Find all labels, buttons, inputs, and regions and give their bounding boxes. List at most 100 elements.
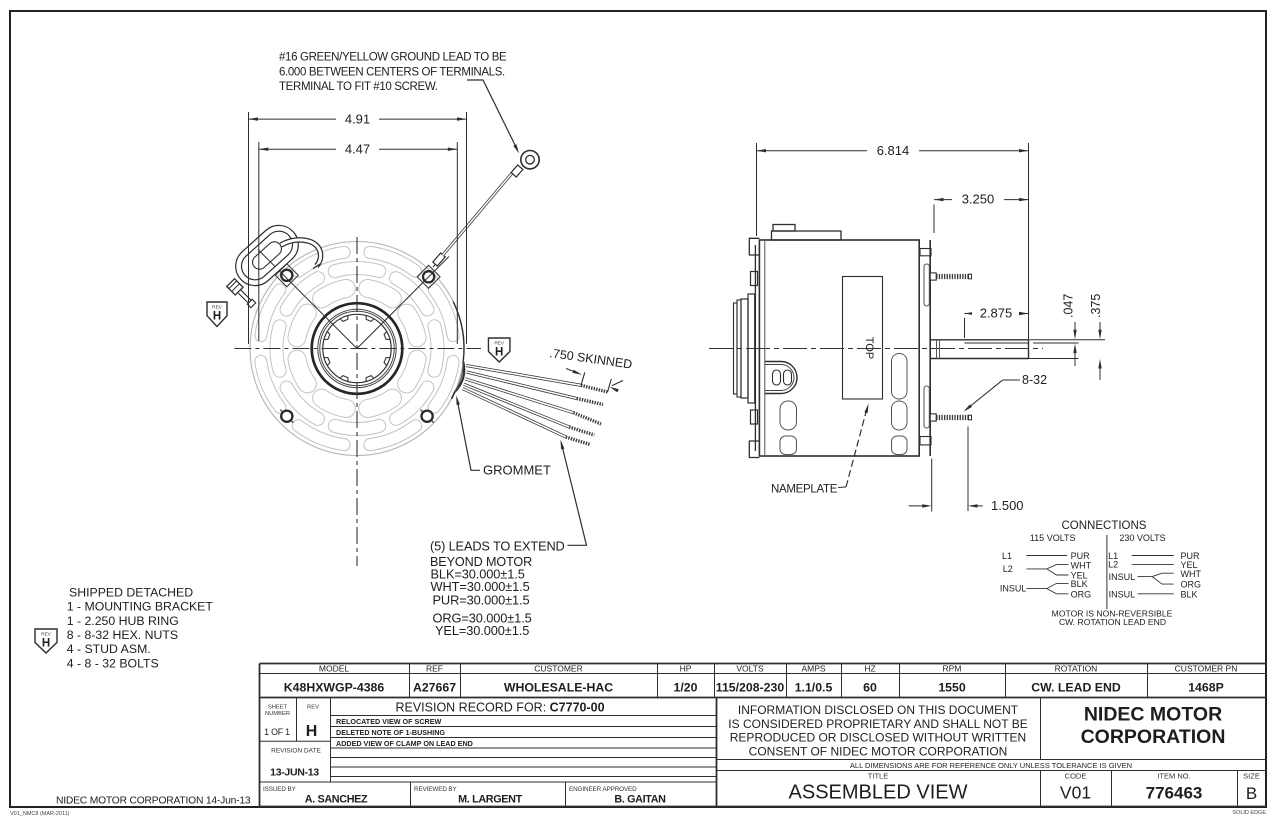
svg-text:ROTATION: ROTATION (1055, 663, 1098, 673)
svg-text:REPRODUCED OR DISCLOSED WITHOU: REPRODUCED OR DISCLOSED WITHOUT WRITTEN (730, 731, 1026, 745)
svg-text:ISSUED BY: ISSUED BY (263, 786, 297, 793)
svg-text:.375: .375 (1089, 294, 1103, 318)
svg-text:4 - STUD ASM.: 4 - STUD ASM. (67, 642, 151, 656)
svg-text:V01: V01 (1060, 782, 1091, 802)
svg-text:AMPS: AMPS (801, 663, 825, 673)
svg-text:CUSTOMER PN: CUSTOMER PN (1175, 663, 1238, 673)
svg-text:GROMMET: GROMMET (483, 463, 551, 478)
svg-text:L1: L1 (1002, 551, 1012, 561)
svg-text:MODEL: MODEL (319, 663, 350, 673)
svg-text:INSUL: INSUL (1109, 572, 1136, 582)
svg-text:H: H (213, 311, 221, 323)
svg-text:CUSTOMER: CUSTOMER (534, 663, 583, 673)
svg-text:1 - 2.250 HUB RING: 1 - 2.250 HUB RING (67, 614, 179, 628)
svg-text:1 - MOUNTING BRACKET: 1 - MOUNTING BRACKET (67, 600, 214, 614)
svg-text:SOLID EDGE: SOLID EDGE (1232, 810, 1266, 816)
svg-text:1 OF 1: 1 OF 1 (264, 727, 290, 737)
svg-text:WHT=30.000±1.5: WHT=30.000±1.5 (431, 579, 530, 594)
svg-text:NAMEPLATE: NAMEPLATE (771, 484, 838, 496)
svg-text:REV: REV (307, 705, 319, 711)
svg-text:SIZE: SIZE (1243, 772, 1260, 781)
svg-text:REV: REV (494, 340, 504, 345)
svg-text:8 - 8-32 HEX. NUTS: 8 - 8-32 HEX. NUTS (67, 628, 178, 642)
svg-text:60: 60 (863, 681, 877, 695)
svg-text:INSUL: INSUL (1109, 590, 1136, 600)
svg-text:TITLE: TITLE (868, 772, 888, 781)
svg-text:HP: HP (680, 663, 692, 673)
svg-text:115/208-230: 115/208-230 (716, 681, 785, 695)
svg-text:.047: .047 (1062, 294, 1076, 318)
svg-text:ORG=30.000±1.5: ORG=30.000±1.5 (433, 611, 532, 626)
svg-text:K48HXWGP-4386: K48HXWGP-4386 (284, 681, 385, 695)
svg-text:6.814: 6.814 (877, 143, 910, 158)
svg-text:REVIEWED BY: REVIEWED BY (414, 786, 458, 793)
svg-text:1468P: 1468P (1188, 681, 1224, 695)
svg-text:TERMINAL TO FIT #10 SCREW.: TERMINAL TO FIT #10 SCREW. (279, 81, 438, 93)
svg-text:ENGINEER APPROVED: ENGINEER APPROVED (569, 786, 637, 793)
svg-text:YEL: YEL (1181, 560, 1198, 570)
svg-text:VOLTS: VOLTS (736, 663, 764, 673)
svg-text:L2: L2 (1003, 564, 1013, 574)
svg-text:RPM: RPM (943, 663, 962, 673)
svg-text:A27667: A27667 (413, 681, 456, 695)
svg-text:WHT: WHT (1071, 560, 1092, 570)
svg-text:INFORMATION DISCLOSED ON THIS: INFORMATION DISCLOSED ON THIS DOCUMENT (738, 703, 1019, 717)
svg-text:M. LARGENT: M. LARGENT (458, 794, 522, 806)
svg-text:INSUL: INSUL (1000, 584, 1027, 594)
svg-text:TOP: TOP (863, 337, 875, 359)
svg-text:BLK=30.000±1.5: BLK=30.000±1.5 (431, 567, 525, 582)
svg-text:WHT: WHT (1181, 569, 1202, 579)
svg-text:776463: 776463 (1146, 783, 1203, 802)
svg-text:ALL DIMENSIONS ARE FOR REFEREN: ALL DIMENSIONS ARE FOR REFERENCE ONLY UN… (850, 761, 1132, 770)
svg-text:NIDEC MOTOR CORPORATION 14-Jun: NIDEC MOTOR CORPORATION 14-Jun-13 (56, 796, 251, 807)
svg-text:MOTOR IS NON-REVERSIBLE: MOTOR IS NON-REVERSIBLE (1052, 609, 1173, 619)
svg-text:230 VOLTS: 230 VOLTS (1119, 533, 1165, 543)
svg-text:IS CONSIDERED PROPRIETARY AND: IS CONSIDERED PROPRIETARY AND SHALL NOT … (728, 717, 1027, 731)
svg-text:4 - 8 - 32 BOLTS: 4 - 8 - 32 BOLTS (67, 657, 159, 671)
svg-text:ORG: ORG (1181, 580, 1202, 590)
svg-text:REF: REF (426, 663, 443, 673)
svg-text:SHEET: SHEET (268, 705, 288, 711)
svg-text:NIDEC MOTOR: NIDEC MOTOR (1084, 704, 1222, 726)
svg-text:H: H (306, 723, 318, 740)
svg-text:YEL: YEL (1071, 571, 1088, 581)
svg-text:CONSENT OF NIDEC MOTOR CORPORA: CONSENT OF NIDEC MOTOR CORPORATION (749, 745, 1008, 759)
svg-text:BEYOND MOTOR: BEYOND MOTOR (430, 555, 532, 569)
svg-text:CW. LEAD END: CW. LEAD END (1031, 681, 1121, 695)
svg-text:YEL=30.000±1.5: YEL=30.000±1.5 (435, 623, 529, 638)
svg-text:(5) LEADS TO EXTEND: (5) LEADS TO EXTEND (430, 539, 565, 554)
svg-text:4.47: 4.47 (345, 142, 370, 157)
svg-text:ASSEMBLED VIEW: ASSEMBLED VIEW (789, 781, 968, 803)
svg-text:V01_NMC8 (MAR-2011): V01_NMC8 (MAR-2011) (10, 811, 70, 817)
svg-text:PUR: PUR (1071, 551, 1091, 561)
svg-text:H: H (42, 638, 50, 650)
svg-text:HZ: HZ (864, 663, 875, 673)
svg-text:REV: REV (212, 304, 222, 309)
svg-text:H: H (495, 347, 503, 359)
svg-text:L1: L1 (1108, 551, 1118, 561)
svg-text:SHIPPED DETACHED: SHIPPED DETACHED (69, 586, 193, 600)
svg-text:NUMBER: NUMBER (265, 711, 290, 717)
svg-text:DELETED NOTE OF 1-BUSHING: DELETED NOTE OF 1-BUSHING (336, 728, 445, 737)
svg-text:PUR: PUR (1181, 551, 1201, 561)
svg-text:#16 GREEN/YELLOW GROUND LEAD T: #16 GREEN/YELLOW GROUND LEAD TO BE (279, 52, 507, 64)
svg-text:B. GAITAN: B. GAITAN (614, 794, 666, 806)
svg-text:ORG: ORG (1071, 589, 1092, 599)
svg-text:CODE: CODE (1065, 772, 1087, 781)
svg-text:REV: REV (41, 631, 51, 636)
svg-text:1.1/0.5: 1.1/0.5 (795, 681, 833, 695)
svg-text:A. SANCHEZ: A. SANCHEZ (305, 794, 368, 806)
svg-text:13-JUN-13: 13-JUN-13 (270, 767, 319, 779)
svg-text:CORPORATION: CORPORATION (1081, 726, 1226, 748)
svg-text:CW. ROTATION LEAD END: CW. ROTATION LEAD END (1059, 617, 1166, 627)
svg-text:L2: L2 (1108, 560, 1118, 570)
svg-text:BLK: BLK (1181, 589, 1198, 599)
svg-text:3.250: 3.250 (962, 192, 995, 207)
svg-text:1.500: 1.500 (991, 498, 1024, 513)
svg-text:ITEM NO.: ITEM NO. (1157, 772, 1190, 781)
svg-text:2.875: 2.875 (980, 306, 1013, 321)
svg-text:8-32: 8-32 (1022, 373, 1047, 387)
svg-text:PUR=30.000±1.5: PUR=30.000±1.5 (433, 593, 530, 608)
svg-text:BLK: BLK (1071, 579, 1088, 589)
svg-text:REVISION DATE: REVISION DATE (271, 748, 321, 755)
